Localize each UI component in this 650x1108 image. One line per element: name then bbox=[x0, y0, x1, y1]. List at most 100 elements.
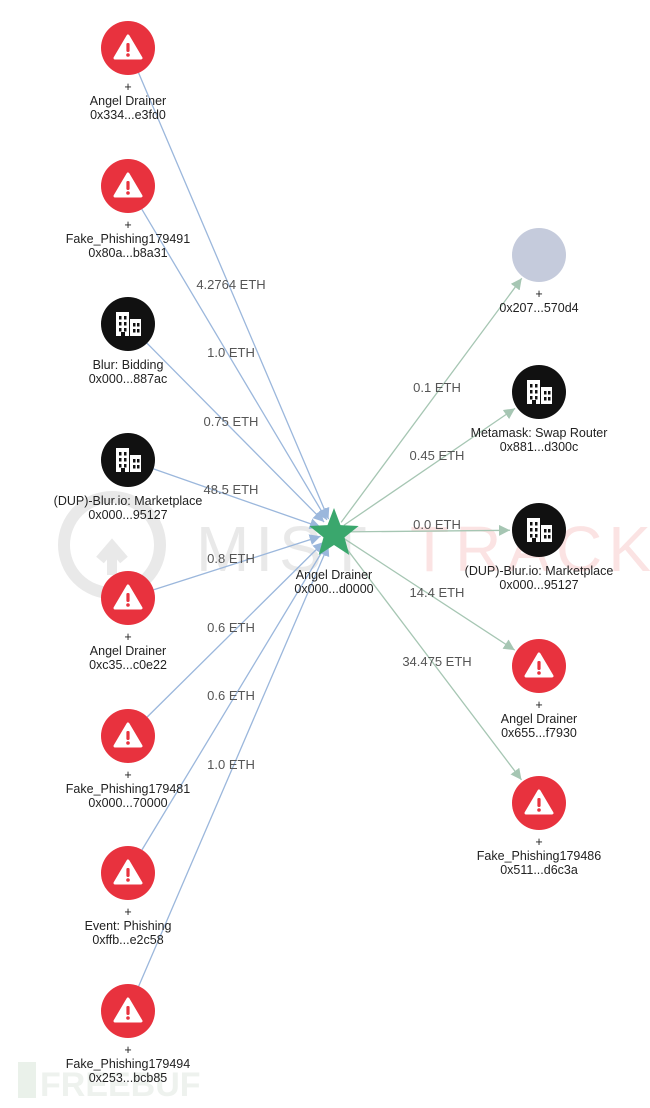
node-label: Angel Drainer bbox=[501, 712, 577, 726]
edge-in6-center[interactable] bbox=[146, 541, 325, 718]
edge-amount-label: 0.6 ETH bbox=[207, 620, 255, 635]
edge-amount-label: 0.75 ETH bbox=[204, 414, 259, 429]
warning-icon-bar bbox=[537, 661, 541, 670]
node-label: Fake_Phishing179486 bbox=[477, 849, 601, 863]
warning-icon-bar bbox=[126, 593, 130, 602]
node-address: 0x000...95127 bbox=[499, 578, 578, 592]
star-icon[interactable] bbox=[309, 508, 359, 555]
warning-icon-bar bbox=[126, 43, 130, 52]
node-address: 0x207...570d4 bbox=[499, 301, 578, 315]
warning-icon-dot bbox=[126, 741, 130, 745]
edge-amount-label: 0.8 ETH bbox=[207, 551, 255, 566]
building-icon bbox=[527, 380, 552, 404]
edge-amount-label: 0.0 ETH bbox=[413, 517, 461, 532]
center-label: Angel Drainer bbox=[296, 568, 372, 582]
expand-plus[interactable]: + bbox=[124, 218, 131, 232]
node-label: Blur: Bidding bbox=[93, 358, 164, 372]
warning-icon-dot bbox=[126, 53, 130, 57]
edge-in2-center[interactable] bbox=[141, 208, 328, 521]
edge-amount-label: 0.1 ETH bbox=[413, 380, 461, 395]
node-label: Event: Phishing bbox=[85, 919, 172, 933]
warning-icon-dot bbox=[537, 671, 541, 675]
node-address: 0x80a...b8a31 bbox=[88, 246, 167, 260]
node-address: 0x000...887ac bbox=[89, 372, 168, 386]
edge-amount-label: 1.0 ETH bbox=[207, 757, 255, 772]
node-label: Metamask: Swap Router bbox=[471, 426, 608, 440]
warning-icon-bar bbox=[126, 1006, 130, 1015]
edge-center-out4[interactable] bbox=[343, 538, 516, 651]
edge-amount-label: 0.45 ETH bbox=[410, 448, 465, 463]
warning-icon-dot bbox=[126, 603, 130, 607]
edge-amount-label: 14.4 ETH bbox=[410, 585, 465, 600]
edge-center-out2[interactable] bbox=[343, 407, 516, 526]
node-address: 0x881...d300c bbox=[500, 440, 579, 454]
warning-icon-bar bbox=[126, 731, 130, 740]
edge-in5-center[interactable] bbox=[153, 534, 321, 591]
node-label: Fake_Phishing179494 bbox=[66, 1057, 190, 1071]
edge-in1-center[interactable] bbox=[137, 72, 330, 520]
node-label: Angel Drainer bbox=[90, 644, 166, 658]
node-address: 0x000...70000 bbox=[88, 796, 167, 810]
expand-plus[interactable]: + bbox=[124, 80, 131, 94]
node-address: 0x253...bcb85 bbox=[89, 1071, 168, 1085]
edge-in4-center[interactable] bbox=[153, 468, 321, 529]
expand-plus[interactable]: + bbox=[124, 905, 131, 919]
edge-amount-label: 34.475 ETH bbox=[402, 654, 471, 669]
expand-plus[interactable]: + bbox=[124, 1043, 131, 1057]
node-address: 0x000...95127 bbox=[88, 508, 167, 522]
watermark-logo-arrow bbox=[96, 538, 128, 575]
node-label: Angel Drainer bbox=[90, 94, 166, 108]
building-icon bbox=[116, 448, 141, 472]
edge-center-out3[interactable] bbox=[345, 524, 511, 536]
node-out1[interactable]: +0x207...570d4 bbox=[499, 228, 579, 315]
warning-icon-dot bbox=[126, 1016, 130, 1020]
warning-icon-bar bbox=[126, 181, 130, 190]
freebuf-logo-text: FREEBUF bbox=[40, 1066, 201, 1104]
node-label: Fake_Phishing179481 bbox=[66, 782, 190, 796]
node-address: 0xffb...e2c58 bbox=[92, 933, 163, 947]
warning-icon-bar bbox=[126, 868, 130, 877]
node-address: 0x334...e3fd0 bbox=[90, 108, 166, 122]
edge-in7-center[interactable] bbox=[141, 543, 328, 851]
warning-icon-bar bbox=[537, 798, 541, 807]
edge-amount-label: 1.0 ETH bbox=[207, 345, 255, 360]
node-address: 0x511...d6c3a bbox=[500, 863, 578, 877]
expand-plus[interactable]: + bbox=[535, 698, 542, 712]
expand-plus[interactable]: + bbox=[124, 768, 131, 782]
edge-amount-label: 4.2764 ETH bbox=[196, 277, 265, 292]
warning-icon-dot bbox=[126, 878, 130, 882]
node-label: Fake_Phishing179491 bbox=[66, 232, 190, 246]
expand-plus[interactable]: + bbox=[535, 287, 542, 301]
expand-plus[interactable]: + bbox=[124, 630, 131, 644]
edge-amount-label: 48.5 ETH bbox=[204, 482, 259, 497]
edge-amount-label: 0.6 ETH bbox=[207, 688, 255, 703]
warning-icon-dot bbox=[126, 191, 130, 195]
freebuf-logo: FREEBUF bbox=[18, 1062, 201, 1104]
edge-center-out5[interactable] bbox=[340, 541, 523, 781]
center-address: 0x000...d0000 bbox=[294, 582, 373, 596]
expand-plus[interactable]: + bbox=[535, 835, 542, 849]
node-address: 0xc35...c0e22 bbox=[89, 658, 167, 672]
node-label: (DUP)-Blur.io: Marketplace bbox=[54, 494, 203, 508]
edge-in3-center[interactable] bbox=[146, 342, 325, 523]
node-label: (DUP)-Blur.io: Marketplace bbox=[465, 564, 614, 578]
building-icon bbox=[116, 312, 141, 336]
node-address: 0x655...f7930 bbox=[501, 726, 577, 740]
edge-in8-center[interactable] bbox=[138, 544, 330, 987]
edge-center-out1[interactable] bbox=[340, 277, 523, 523]
unknown-address-node[interactable] bbox=[512, 228, 566, 282]
